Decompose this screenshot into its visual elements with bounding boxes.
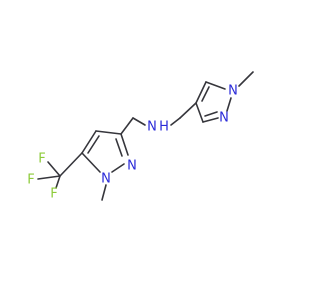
molecule-structure: N H N N N N F F F xyxy=(27,71,254,202)
atom-h-amine: H xyxy=(159,120,169,135)
bond-c5-c4 xyxy=(81,130,97,154)
bond-c3-ch2 xyxy=(120,117,134,135)
atom-n-left-1: N xyxy=(101,172,111,187)
atom-n-right-1: N xyxy=(228,84,238,99)
bond-ch2-c4p xyxy=(179,102,197,119)
atom-n-amine: N xyxy=(147,120,157,135)
bond-c4-c3 xyxy=(95,130,122,135)
bond-cf3-f3 xyxy=(55,175,61,189)
bond-c5p-n1p xyxy=(205,81,226,90)
bond-n1p-n2p xyxy=(226,97,232,112)
bond-c3-n2 xyxy=(120,133,129,156)
bond-ch2-nh xyxy=(132,117,146,126)
bond-c3p-c4p xyxy=(195,102,204,123)
atom-f-3: F xyxy=(50,187,57,202)
bond-n1-methyl xyxy=(101,184,107,201)
bond-cf3-f2 xyxy=(37,175,61,180)
bond-n2p-c3p xyxy=(202,117,219,123)
bond-c4p-c5p-inner xyxy=(201,86,210,102)
atom-labels: N H N N N N F F F xyxy=(27,84,238,202)
bond-c5-c4-inner xyxy=(87,135,100,154)
bond-layer xyxy=(37,71,254,201)
bond-nh-ch2 xyxy=(170,117,181,126)
bond-n1-c5 xyxy=(81,152,101,173)
bond-cf3-f1 xyxy=(47,161,61,177)
bond-n1p-methyl xyxy=(238,71,254,87)
atom-n-left-2: N xyxy=(127,159,137,174)
bond-n2p-c3p-inner xyxy=(204,111,218,117)
bond-c4p-c5p xyxy=(195,81,207,104)
atom-n-right-2: N xyxy=(219,111,229,126)
bond-n2-n1 xyxy=(111,163,125,173)
bond-c3-n2-inner xyxy=(115,138,123,157)
atom-f-2: F xyxy=(27,173,34,188)
bond-c5-cf3 xyxy=(59,152,83,177)
atom-f-1: F xyxy=(38,152,45,167)
